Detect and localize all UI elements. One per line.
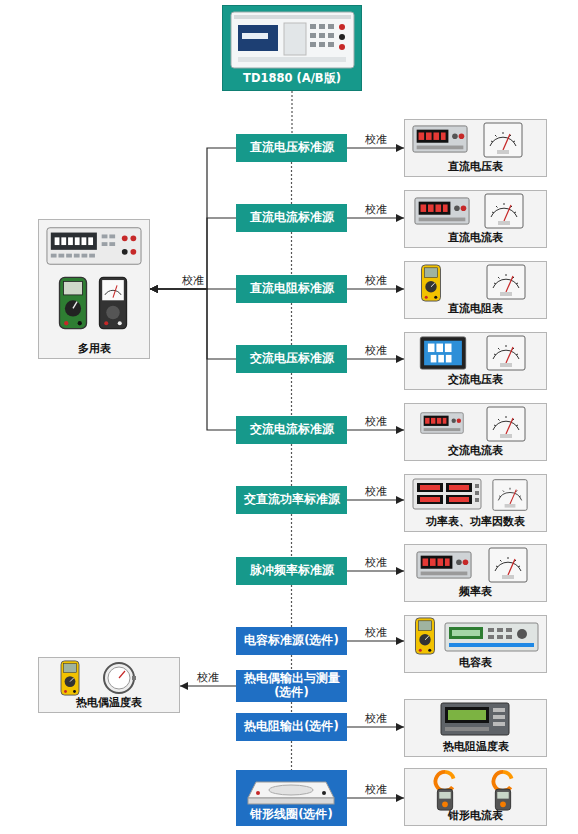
edge-label: 校准 — [186, 670, 230, 685]
dotted-link — [291, 162, 292, 204]
dotted-link — [291, 514, 292, 557]
node-label: 直流电压标准源 — [250, 141, 334, 155]
node-label: 直流电流标准源 — [250, 211, 334, 225]
node-label: 频率表 — [459, 585, 492, 598]
dotted-link — [291, 303, 292, 345]
edge-label: 校准 — [171, 273, 215, 288]
instrument-box: 频率表 — [404, 544, 547, 602]
node-label: 热电偶输出与测量 (选件) — [240, 672, 343, 700]
node-label: 交流电流标准源 — [250, 423, 334, 437]
node-label: 直流电阻表 — [448, 302, 503, 315]
calibration-arrow — [347, 147, 404, 148]
calibration-arrow — [150, 148, 236, 289]
edge-label: 校准 — [354, 273, 398, 288]
node-label: 交流电压表 — [448, 373, 503, 386]
node-label: 热电偶温度表 — [76, 696, 142, 709]
dotted-link — [291, 232, 292, 275]
calibration-arrow — [347, 570, 404, 571]
option-box: 热电偶输出与测量 (选件) — [236, 670, 347, 702]
instrument-box: 热电偶温度表 — [38, 657, 180, 713]
edge-label: 校准 — [354, 625, 398, 640]
edge-label: 校准 — [354, 711, 398, 726]
instrument-box: 直流电阻表 — [404, 261, 547, 319]
edge-label: 校准 — [354, 414, 398, 429]
node-label: 多用表 — [78, 342, 111, 355]
calibration-arrow — [347, 640, 404, 641]
node-label: 直流电流表 — [448, 231, 503, 244]
instrument-box: 热电阻温度表 — [404, 699, 547, 757]
node-label: 脉冲频率标准源 — [250, 564, 334, 578]
edge-label: 校准 — [354, 343, 398, 358]
option-box: 热电阻输出(选件) — [236, 713, 347, 741]
node-label: 交直流功率标准源 — [244, 493, 340, 507]
calibration-arrow — [347, 288, 404, 289]
instrument-box: 多用表 — [38, 219, 150, 359]
node-label: 钳形线圈(选件) — [250, 808, 333, 822]
edge-label: 校准 — [354, 484, 398, 499]
node-label: 电容表 — [459, 656, 492, 669]
node-label: 直流电阻标准源 — [250, 282, 334, 296]
calibration-arrow — [347, 429, 404, 430]
node-label: 交流电压标准源 — [250, 352, 334, 366]
calibration-arrow — [150, 218, 236, 289]
calibration-arrow — [150, 289, 236, 430]
source-box: 交流电压标准源 — [236, 345, 347, 373]
instrument-box: 交流电流表 — [404, 403, 547, 461]
node-label: 电容标准源(选件) — [244, 634, 339, 648]
calibration-arrow — [150, 289, 236, 359]
instrument-box: 直流电压表 — [404, 119, 547, 177]
source-box: 脉冲频率标准源 — [236, 557, 347, 585]
node-label: 直流电压表 — [448, 160, 503, 173]
source-box: 交直流功率标准源 — [236, 486, 347, 514]
instrument-box: 电容表 — [404, 615, 547, 673]
dotted-link — [291, 444, 292, 486]
dotted-link — [291, 373, 292, 416]
instrument-box: 功率表、功率因数表 — [404, 474, 547, 532]
node-label: 功率表、功率因数表 — [426, 515, 525, 528]
dotted-link — [291, 91, 292, 134]
edge-label: 校准 — [354, 782, 398, 797]
source-box: 直流电压标准源 — [236, 134, 347, 162]
instrument-box: 直流电流表 — [404, 190, 547, 248]
node-label: 热电阻输出(选件) — [244, 720, 339, 734]
dotted-link — [291, 702, 292, 713]
source-box: 直流电流标准源 — [236, 204, 347, 232]
node-label: 钳形电流表 — [448, 809, 503, 822]
instrument-box: 钳形电流表 — [404, 768, 547, 826]
calibration-arrow — [347, 358, 404, 359]
edge-label: 校准 — [354, 555, 398, 570]
calibration-arrow — [180, 685, 236, 686]
edge-label: 校准 — [354, 202, 398, 217]
dotted-link — [291, 655, 292, 670]
node-label: 交流电流表 — [448, 444, 503, 457]
node-label: TD1880 (A/B版) — [243, 72, 341, 86]
dotted-link — [291, 741, 292, 770]
instrument-box: 交流电压表 — [404, 332, 547, 390]
calibration-arrow — [347, 499, 404, 500]
option-box: 钳形线圈(选件) — [236, 770, 347, 826]
calibration-arrow — [347, 726, 404, 727]
option-box: 电容标准源(选件) — [236, 627, 347, 655]
dotted-link — [291, 585, 292, 627]
source-box: 交流电流标准源 — [236, 416, 347, 444]
edge-label: 校准 — [354, 132, 398, 147]
node-label: 热电阻温度表 — [443, 740, 509, 753]
calibration-arrow — [347, 217, 404, 218]
device-box: TD1880 (A/B版) — [222, 5, 362, 91]
calibration-arrow — [150, 288, 236, 289]
source-box: 直流电阻标准源 — [236, 275, 347, 303]
calibration-arrow — [347, 797, 404, 798]
